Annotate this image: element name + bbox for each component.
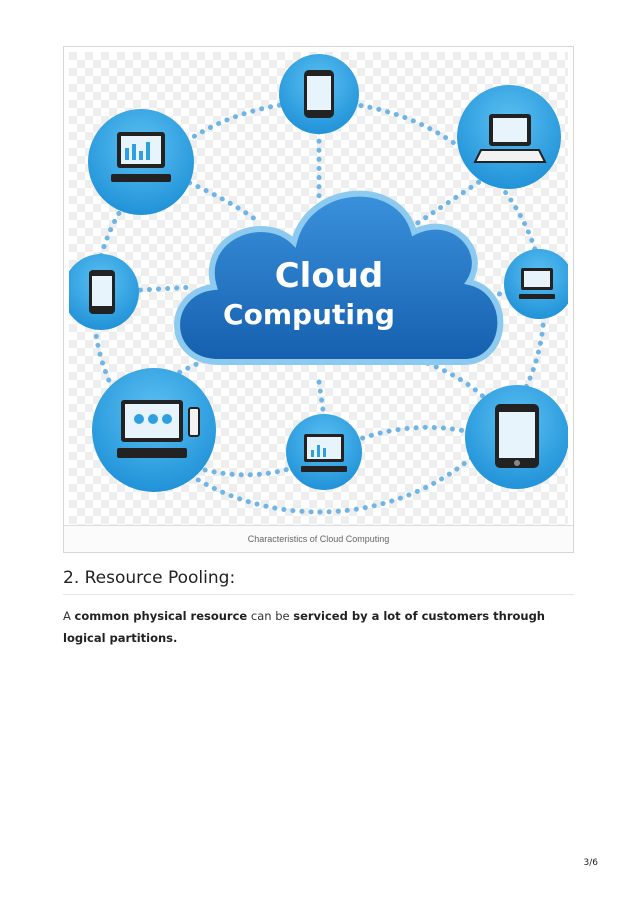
cloud-diagram: Cloud Computing: [69, 52, 568, 528]
node-desktop-right: [504, 249, 568, 319]
node-laptop-top-right: [457, 85, 561, 189]
cloud-shape: Cloud Computing: [174, 190, 504, 365]
paragraph-text-1: A: [63, 609, 75, 623]
paragraph-text-2: can be: [247, 609, 294, 623]
caption-bar: Characteristics of Cloud Computing: [64, 525, 573, 552]
paragraph-bold-1: common physical resource: [74, 609, 248, 623]
section-heading: 2. Resource Pooling:: [63, 568, 574, 595]
node-desktop-bottom: [286, 414, 362, 490]
node-phone-left: [69, 254, 139, 330]
node-tablet-bottom-right: [465, 385, 568, 489]
section-paragraph: A common physical resource can be servic…: [63, 605, 578, 649]
cloud-computing-illustration: Cloud Computing: [69, 52, 568, 528]
page-indicator: 3/6: [583, 858, 598, 868]
node-desktop-top-left: [88, 109, 194, 215]
figure-caption: Characteristics of Cloud Computing: [247, 534, 390, 544]
cloud-label-line1: Cloud: [275, 256, 384, 296]
node-phone-top: [279, 54, 359, 134]
paragraph-bold-2: serviced by a lot of customers through l…: [63, 609, 545, 645]
figure-card: Cloud Computing: [63, 46, 574, 553]
cloud-label-line2: Computing: [223, 298, 395, 331]
node-desktop-bottom-left: [92, 368, 216, 492]
